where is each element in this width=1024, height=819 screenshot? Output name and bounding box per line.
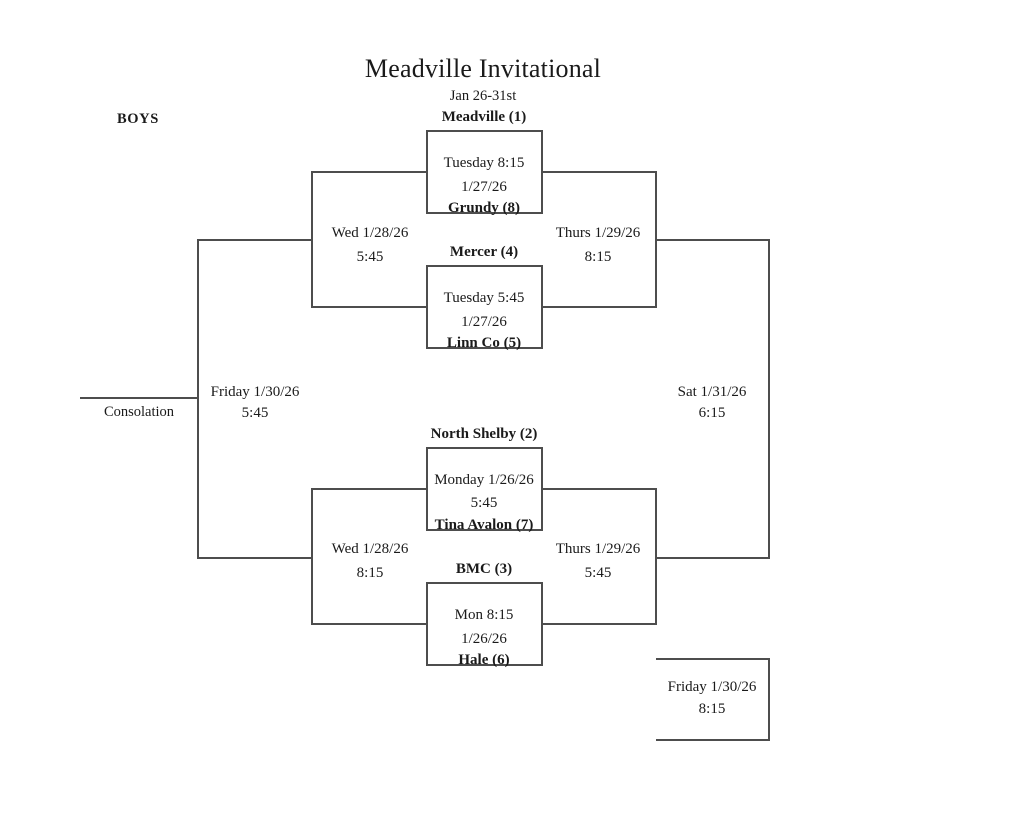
- team-hale: Hale (6): [458, 652, 510, 668]
- match-qf2-line2: 1/27/26: [461, 314, 507, 330]
- final-left-time: 5:45: [241, 405, 269, 421]
- semifinal-lower-right-time: 5:45: [584, 565, 612, 581]
- semifinal-lower-left-date: Wed 1/28/26: [331, 541, 409, 557]
- match-qf2-line1: Tuesday 5:45: [443, 290, 525, 306]
- semifinal-upper-right-date: Thurs 1/29/26: [555, 225, 641, 241]
- team-tina-avalon: Tina Avalon (7): [434, 517, 534, 533]
- semifinal-upper-right-time: 8:15: [584, 249, 612, 265]
- page-title: Meadville Invitational: [364, 54, 602, 83]
- consolation-final-bracket: [656, 658, 770, 741]
- team-linn-co: Linn Co (5): [446, 335, 522, 351]
- match-qf1-line1: Tuesday 8:15: [443, 155, 525, 171]
- match-qf1-line2: 1/27/26: [461, 179, 507, 195]
- match-qf3-line1: Monday 1/26/26: [434, 472, 534, 488]
- semifinal-upper-left-date: Wed 1/28/26: [331, 225, 409, 241]
- consolation-final-time: 8:15: [698, 701, 726, 717]
- division-label: BOYS: [117, 111, 159, 127]
- final-right-time: 6:15: [698, 405, 726, 421]
- semifinal-lower-left-time: 8:15: [356, 565, 384, 581]
- consolation-label: Consolation: [103, 404, 175, 420]
- team-mercer: Mercer (4): [449, 244, 519, 260]
- consolation-final-date: Friday 1/30/26: [667, 679, 757, 695]
- team-north-shelby: North Shelby (2): [430, 426, 538, 442]
- final-right-date: Sat 1/31/26: [677, 384, 747, 400]
- match-qf4-line2: 1/26/26: [461, 631, 507, 647]
- final-left-date: Friday 1/30/26: [210, 384, 300, 400]
- match-qf4-line1: Mon 8:15: [454, 607, 514, 623]
- page-subtitle: Jan 26-31st: [449, 88, 517, 104]
- team-bmc: BMC (3): [455, 561, 513, 577]
- team-grundy: Grundy (8): [447, 200, 521, 216]
- semifinal-lower-right-date: Thurs 1/29/26: [555, 541, 641, 557]
- team-meadville: Meadville (1): [441, 109, 527, 125]
- match-qf3-line2: 5:45: [470, 495, 498, 511]
- semifinal-upper-left-time: 5:45: [356, 249, 384, 265]
